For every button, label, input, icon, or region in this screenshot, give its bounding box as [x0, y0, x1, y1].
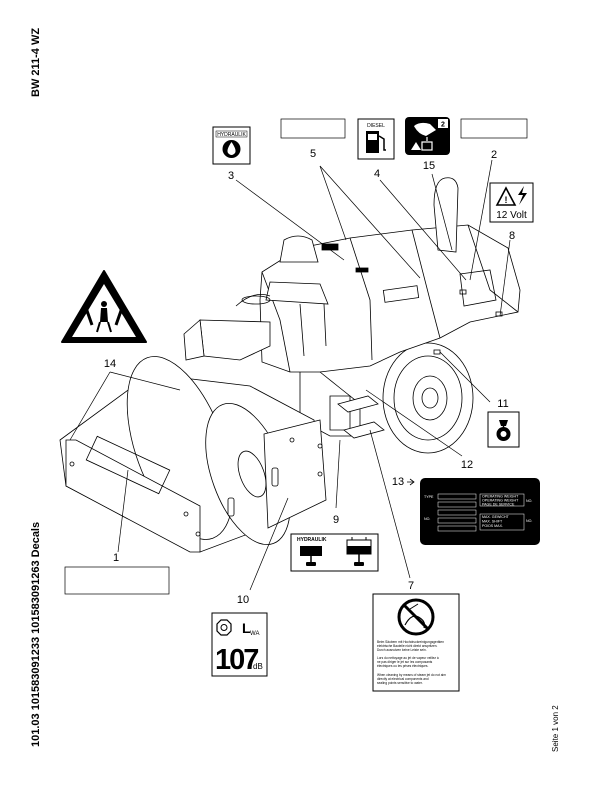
callout-4: 4	[374, 168, 380, 180]
warning-line-9: sealing points sensitive to water.	[377, 681, 423, 685]
callout-3: 3	[228, 170, 234, 182]
plate-max-2: MAX. SHIFT	[482, 520, 503, 524]
noise-sub: WA	[250, 631, 259, 637]
roller-drawing	[59, 177, 521, 553]
callout-5: 5	[310, 148, 316, 160]
plate-type-label: TYPE	[424, 495, 434, 499]
svg-text:L: L	[242, 620, 251, 636]
callout-2: 2	[491, 149, 497, 161]
step-number: 2	[441, 122, 445, 129]
callout-12: 12	[461, 459, 473, 471]
callout-13: 13	[392, 476, 404, 488]
plate-no-right-1: NO.	[526, 499, 532, 503]
warning-line-4: Lors du nettoyage au jet de vapeur veill…	[377, 656, 439, 660]
callout-11: 11	[497, 398, 508, 410]
plate-weight-2: OPERATING WEIGHT	[482, 499, 519, 503]
callout-1: 1	[113, 552, 119, 564]
grease-point-decal	[487, 411, 520, 448]
warning-line-7: When cleaning by means of steam jet do n…	[377, 673, 446, 677]
plate-max-1: MAX. GEWICHT	[482, 515, 510, 519]
plate-no-right-2: NO.	[526, 519, 532, 523]
label-box-2	[460, 118, 528, 139]
callout-15: 15	[423, 160, 435, 172]
noise-level-decal: L WA 107 dB	[211, 612, 268, 677]
noise-unit: dB	[253, 662, 263, 671]
warning-line-3: Durch ausnutzen keine Leiste sein.	[377, 648, 427, 652]
callout-10: 10	[237, 594, 249, 606]
type-plate-decal: TYPE NO. OPERATING WEIGHT OPERATING WEIG…	[407, 478, 540, 545]
hydraulic-oil-decal: HYDRAULIK	[212, 126, 251, 165]
hydraulic-level-decal: HYDRAULIK	[290, 533, 379, 572]
warning-line-5: ne pas diriger le jet sur les composants	[377, 660, 433, 664]
warning-line-1: Beim Säubern mit Hochdruckreinigungsgerä…	[377, 640, 444, 644]
warning-line-6: électriques ou les prises électriques.	[377, 664, 428, 668]
svg-text:!: !	[505, 195, 508, 205]
high-pressure-warning-decal: Beim Säubern mit Hochdruckreinigungsgerä…	[372, 593, 460, 692]
noise-value: 107	[215, 644, 258, 676]
plate-no-label: NO.	[424, 517, 430, 521]
callout-8: 8	[509, 230, 515, 242]
callout-14: 14	[104, 358, 116, 370]
voltage-warning-decal: ! 12 Volt	[489, 182, 534, 223]
warning-line-2: elektrische Bauteile nicht direkt anspri…	[377, 644, 438, 648]
warning-line-8: directly at electrical components and	[377, 677, 429, 681]
callout-7: 7	[408, 580, 414, 592]
plate-max-3: POIDS MAX.	[482, 524, 503, 528]
voltage-label: 12 Volt	[496, 210, 527, 221]
diesel-decal: DIESEL	[357, 118, 395, 160]
hydraulic-oil-label: HYDRAULIK	[217, 132, 246, 138]
plate-weight-1: OPERATING WEIGHT	[482, 495, 519, 499]
label-box-1	[64, 566, 170, 595]
plate-weight-3: PAGE DE SERVICE	[482, 503, 515, 507]
label-box-5	[280, 118, 346, 139]
diesel-label: DIESEL	[367, 123, 385, 129]
crush-hazard-decal	[61, 270, 147, 343]
battery-disconnect-decal: 2	[405, 117, 450, 155]
leader-lines	[69, 159, 511, 591]
callout-numbers: 3 5 4 15 2 8 14 11 12 13 9 1 7 10	[104, 148, 515, 606]
level-label: HYDRAULIK	[297, 537, 327, 543]
callout-9: 9	[333, 514, 339, 526]
